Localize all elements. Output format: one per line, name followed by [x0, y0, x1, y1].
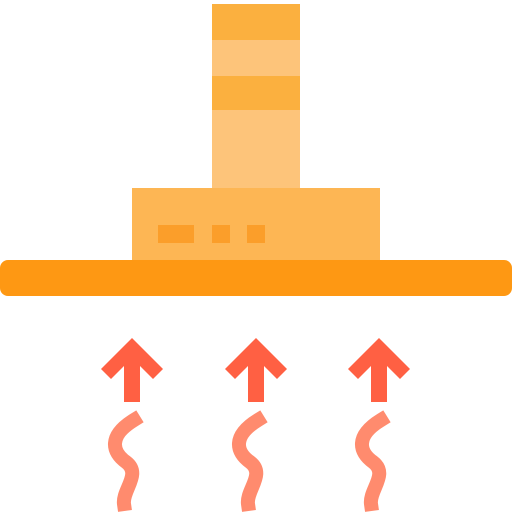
chimney-band-light-1 — [212, 40, 300, 76]
control-button-2 — [247, 225, 265, 243]
airflow — [101, 338, 410, 512]
airflow-column-1 — [101, 338, 163, 512]
control-slot — [158, 225, 194, 243]
fume-squiggle — [108, 410, 144, 512]
airflow-column-2 — [225, 338, 287, 512]
chimney-band-top — [212, 4, 300, 40]
up-arrow-icon — [101, 338, 163, 402]
hood-body — [132, 188, 380, 262]
up-arrow-icon — [348, 338, 410, 402]
chimney-band-middle — [212, 76, 300, 110]
chimney — [212, 4, 300, 190]
control-button-1 — [212, 225, 230, 243]
up-arrow-icon — [225, 338, 287, 402]
fume-squiggle — [355, 410, 391, 512]
airflow-column-3 — [348, 338, 410, 512]
chimney-band-light-2 — [212, 110, 300, 190]
hood-base — [0, 260, 512, 296]
fume-squiggle — [232, 410, 268, 512]
